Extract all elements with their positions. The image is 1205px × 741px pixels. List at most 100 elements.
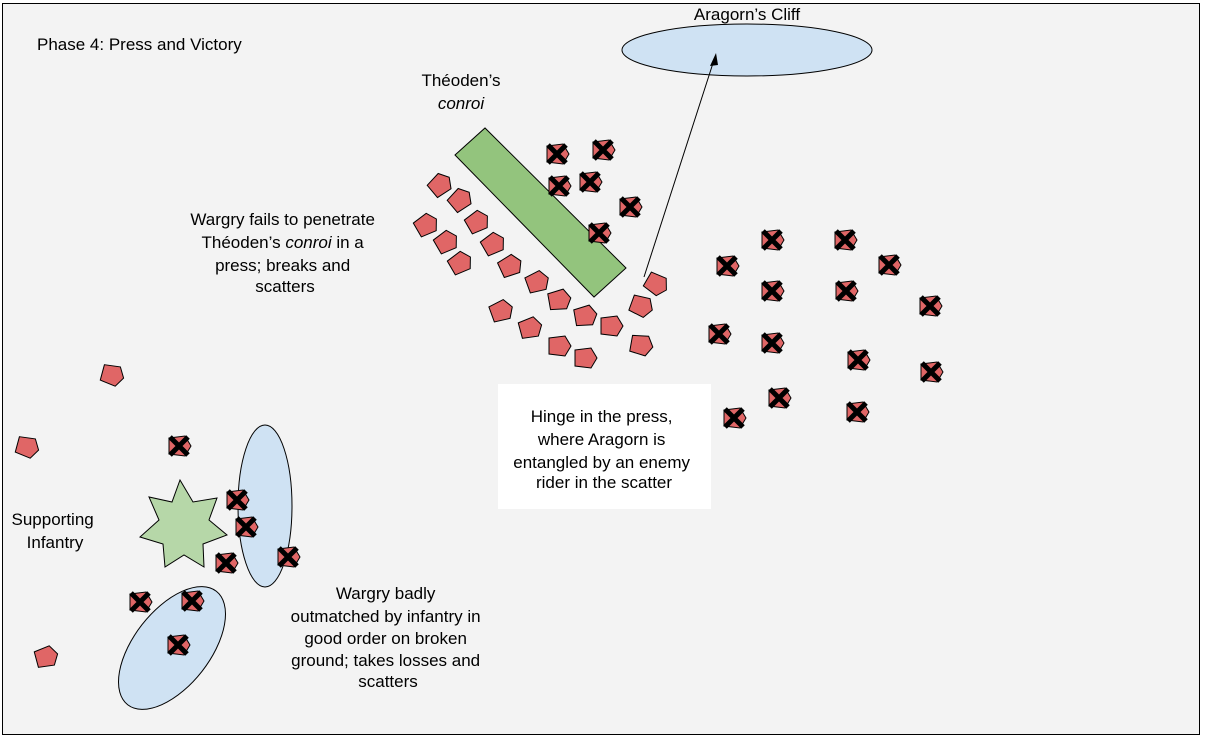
- wargry-rider: [426, 172, 452, 199]
- cross-mark-icon: [761, 229, 783, 251]
- pentagon-rider-icon: [574, 347, 598, 369]
- cross-mark-icon: [708, 323, 730, 345]
- wargry-rider: [548, 335, 572, 357]
- casualty-rider: [167, 634, 191, 656]
- wargry-fails-label: Wargry fails to penetrate Théoden’s conr…: [190, 210, 379, 296]
- cross-mark-icon: [588, 222, 610, 244]
- casualty-rider: [768, 387, 792, 409]
- hinge-callout-label: Hinge in the press, where Aragorn is ent…: [513, 407, 694, 492]
- arrow-head: [710, 53, 718, 66]
- pentagon-rider-icon: [628, 294, 653, 319]
- casualty-rider: [129, 591, 153, 613]
- pentagon-rider-icon: [600, 315, 624, 337]
- casualty-rider: [878, 254, 902, 276]
- pentagon-rider-icon: [463, 209, 488, 235]
- casualty-rider: [761, 280, 785, 302]
- wargry-rider: [412, 212, 437, 238]
- pentagon-rider-icon: [573, 304, 598, 327]
- wargry-rider: [547, 288, 572, 311]
- theodens-conroi-block: [454, 127, 627, 298]
- cross-mark-icon: [716, 255, 738, 277]
- cross-mark-icon: [761, 280, 783, 302]
- casualty-rider: [548, 175, 572, 197]
- aragorns-cliff-ellipse: [621, 23, 873, 77]
- casualty-rider: [235, 516, 259, 538]
- cross-mark-icon: [919, 295, 941, 317]
- casualty-rider: [546, 143, 570, 165]
- cross-mark-icon: [768, 387, 790, 409]
- casualty-rider: [215, 552, 239, 574]
- wargry-rider: [99, 364, 125, 387]
- phase-title: Phase 4: Press and Victory: [37, 35, 242, 54]
- wargry-rider: [446, 187, 472, 214]
- cross-mark-icon: [878, 254, 900, 276]
- wargry-rider: [496, 253, 522, 279]
- casualty-rider: [835, 280, 859, 302]
- cross-mark-icon: [835, 280, 857, 302]
- casualty-rider: [588, 222, 612, 244]
- theodens-conroi-label-italic: conroi: [438, 94, 486, 113]
- cross-mark-icon: [847, 349, 869, 371]
- wargry-rider: [479, 231, 504, 257]
- pentagon-rider-icon: [432, 229, 457, 255]
- wargry-rider: [517, 316, 543, 339]
- casualty-rider: [716, 255, 740, 277]
- casualty-rider: [846, 401, 870, 423]
- pentagon-rider-icon: [496, 253, 522, 279]
- wargry-rider: [628, 294, 653, 319]
- cross-mark-icon: [168, 435, 190, 457]
- pentagon-rider-icon: [426, 172, 452, 199]
- cross-mark-icon: [548, 175, 570, 197]
- casualty-rider: [226, 489, 250, 511]
- wargry-rider: [488, 298, 513, 323]
- wargry-rider: [33, 645, 59, 668]
- pentagon-rider-icon: [33, 645, 59, 668]
- supporting-infantry-label: Supporting Infantry: [12, 510, 99, 552]
- casualty-rider: [761, 332, 785, 354]
- cross-mark-icon: [181, 590, 203, 612]
- pentagon-rider-icon: [629, 334, 654, 357]
- pentagon-rider-icon: [479, 231, 504, 257]
- casualty-rider: [168, 435, 192, 457]
- cross-mark-icon: [235, 516, 257, 538]
- casualty-rider: [277, 546, 301, 568]
- pentagon-rider-icon: [412, 212, 437, 238]
- casualty-rider: [723, 407, 747, 429]
- cross-mark-icon: [846, 401, 868, 423]
- pentagon-rider-icon: [488, 298, 513, 323]
- casualty-rider: [708, 323, 732, 345]
- star-infantry-icon: [139, 478, 228, 568]
- pentagon-rider-icon: [547, 288, 572, 311]
- cross-mark-icon: [129, 591, 151, 613]
- cross-mark-icon: [546, 143, 568, 165]
- casualty-rider: [761, 229, 785, 251]
- aragorns-cliff-label: Aragorn’s Cliff: [694, 5, 800, 24]
- wargry-rider: [642, 271, 667, 297]
- wargry-rider: [432, 229, 457, 255]
- theodens-conroi-label: Théoden’s: [421, 71, 500, 90]
- cross-mark-icon: [226, 489, 248, 511]
- aragorn-path-arrow: [643, 59, 715, 278]
- casualty-rider: [847, 349, 871, 371]
- casualty-rider: [181, 590, 205, 612]
- wargry-rider: [524, 269, 549, 294]
- cross-mark-icon: [215, 552, 237, 574]
- wargry-rider: [463, 209, 488, 235]
- pentagon-rider-icon: [524, 269, 549, 294]
- pentagon-rider-icon: [642, 271, 667, 297]
- cross-mark-icon: [834, 229, 856, 251]
- casualty-rider: [920, 361, 944, 383]
- wargry-outmatched-label: Wargry badly outmatched by infantry in g…: [291, 584, 486, 691]
- wargry-rider: [573, 304, 598, 327]
- pentagon-rider-icon: [14, 436, 40, 459]
- rider-units: [14, 139, 944, 668]
- wargry-rider: [14, 436, 40, 459]
- casualty-rider: [592, 139, 616, 161]
- pentagon-rider-icon: [517, 316, 543, 339]
- cross-mark-icon: [277, 546, 299, 568]
- pentagon-rider-icon: [99, 364, 125, 387]
- cross-mark-icon: [920, 361, 942, 383]
- cross-mark-icon: [579, 171, 601, 193]
- pentagon-rider-icon: [548, 335, 572, 357]
